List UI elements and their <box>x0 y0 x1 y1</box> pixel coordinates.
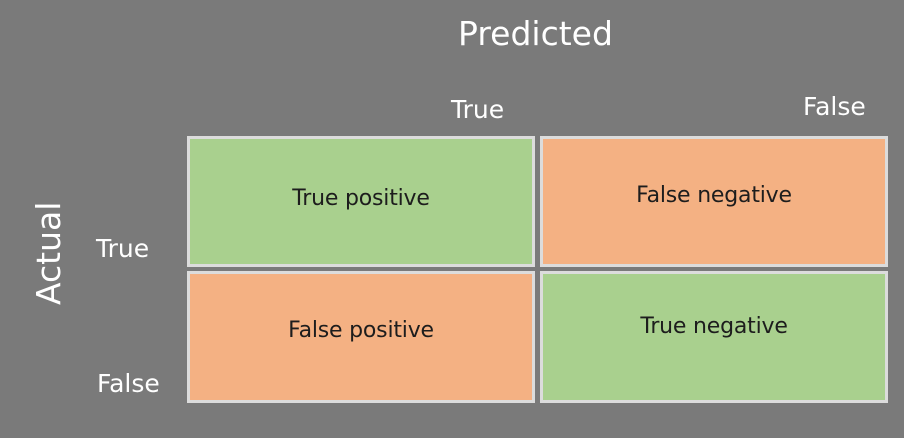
actual-false-row-label: False <box>97 369 160 398</box>
predicted-true-column-label: True <box>451 95 505 124</box>
true-positive-cell: True positive <box>187 136 535 267</box>
predicted-false-column-label: False <box>803 92 866 121</box>
false-positive-label: False positive <box>288 318 434 343</box>
false-negative-label: False negative <box>636 183 792 208</box>
actual-title: Actual <box>29 201 68 305</box>
true-negative-cell: True negative <box>540 271 888 403</box>
actual-true-row-label: True <box>96 234 150 263</box>
false-positive-cell: False positive <box>187 271 535 403</box>
true-positive-label: True positive <box>292 186 430 211</box>
true-negative-label: True negative <box>640 314 788 339</box>
predicted-title: Predicted <box>458 14 613 53</box>
false-negative-cell: False negative <box>540 136 888 267</box>
